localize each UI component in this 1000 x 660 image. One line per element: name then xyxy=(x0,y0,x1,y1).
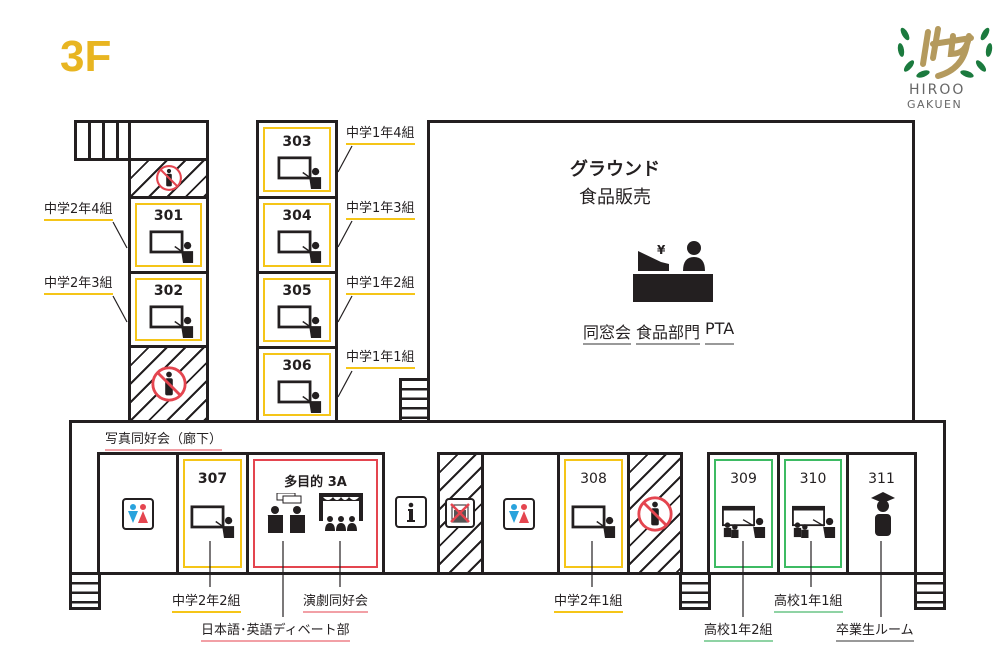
room-number: 308 xyxy=(580,471,607,487)
label-h1-1: 高校1年1組 xyxy=(774,590,843,613)
label-h1-2: 高校1年2組 xyxy=(704,619,773,642)
label-j2-4: 中学2年4組 xyxy=(44,198,113,221)
room-308[interactable]: 308 xyxy=(557,452,630,575)
classroom-icon xyxy=(277,380,323,413)
classroom-icon xyxy=(149,230,195,263)
room-302[interactable]: 302 xyxy=(128,271,209,348)
restroom xyxy=(481,452,560,575)
classroom-icon xyxy=(277,156,323,189)
room-303[interactable]: 303 xyxy=(256,120,338,199)
logo: HIROO GAKUEN xyxy=(893,14,997,111)
room-307[interactable]: 307 xyxy=(176,452,249,575)
elevator-unavailable-icon xyxy=(445,498,475,528)
logo-text-hiroo: HIROO xyxy=(909,82,966,98)
label-j2-1: 中学2年1組 xyxy=(554,590,623,613)
logo-text-gakuen: GAKUEN xyxy=(907,98,963,111)
room-310[interactable]: 310 xyxy=(777,452,849,575)
room-301[interactable]: 301 xyxy=(128,196,209,274)
info-icon[interactable] xyxy=(395,496,427,528)
corridor-cell xyxy=(128,120,209,161)
vendor-list: 同窓会 食品部門 PTA xyxy=(583,319,735,345)
ground-area[interactable]: グラウンド 食品販売 ¥ 同窓会 食品部門 PTA xyxy=(427,120,915,423)
ground-title: グラウンド xyxy=(570,159,660,180)
classroom-icon xyxy=(277,305,323,338)
room-number: 303 xyxy=(282,134,312,150)
room-number: 310 xyxy=(799,471,827,487)
restricted-area xyxy=(627,452,683,575)
stairs xyxy=(399,378,430,423)
svg-text:¥: ¥ xyxy=(657,243,666,257)
ground-subtitle: 食品販売 xyxy=(579,187,651,208)
no-entry-icon xyxy=(150,365,188,403)
label-drama-club: 演劇同好会 xyxy=(303,590,369,613)
room-311[interactable]: 311 xyxy=(846,452,917,575)
label-j1-1: 中学1年1組 xyxy=(346,346,415,369)
label-j1-4: 中学1年4組 xyxy=(346,122,415,145)
room-multi-3a[interactable]: 多目的 3A xyxy=(246,452,385,575)
room-304[interactable]: 304 xyxy=(256,196,338,274)
food-stall-icon: ¥ xyxy=(633,241,713,302)
label-photo-club: 写真同好会（廊下） xyxy=(105,428,223,451)
elevator-shaft xyxy=(437,452,484,575)
stairs xyxy=(914,572,946,610)
restroom-icon xyxy=(122,498,154,530)
floor-label: 3F xyxy=(60,32,112,81)
classroom-icon xyxy=(149,305,195,338)
laurel-logo-icon xyxy=(897,26,993,79)
debate-icon xyxy=(267,493,305,533)
room-number: 311 xyxy=(868,471,895,487)
high-school-class-icon xyxy=(791,505,837,538)
classroom-icon xyxy=(571,505,617,538)
restroom-icon xyxy=(503,498,535,530)
graduate-icon xyxy=(871,492,895,536)
label-j2-3: 中学2年3組 xyxy=(44,272,113,295)
vendor-food-dept: 食品部門 xyxy=(636,319,701,345)
room-number: 304 xyxy=(282,208,312,224)
theater-stage-icon xyxy=(319,493,363,531)
label-j1-3: 中学1年3組 xyxy=(346,197,415,220)
stairs xyxy=(679,572,711,610)
room-number: 301 xyxy=(153,208,184,224)
restroom xyxy=(97,452,179,575)
label-j2-2: 中学2年2組 xyxy=(172,590,241,613)
restricted-area xyxy=(128,158,209,199)
room-306[interactable]: 306 xyxy=(256,346,338,423)
label-alumni-room: 卒業生ルーム xyxy=(836,619,914,642)
classroom-icon xyxy=(190,505,236,538)
stairs xyxy=(74,120,131,161)
room-name: 多目的 3A xyxy=(284,475,347,490)
stairs xyxy=(69,572,101,610)
room-305[interactable]: 305 xyxy=(256,271,338,349)
room-number: 305 xyxy=(282,283,312,299)
restricted-area xyxy=(128,345,209,423)
label-debate-club: 日本語･英語ディベート部 xyxy=(201,619,350,642)
vendor-alumni-assoc: 同窓会 xyxy=(583,319,632,345)
label-j1-2: 中学1年2組 xyxy=(346,272,415,295)
vendor-pta: PTA xyxy=(705,319,735,345)
room-number: 307 xyxy=(197,471,228,487)
room-number: 306 xyxy=(282,358,312,374)
no-entry-icon xyxy=(636,495,674,533)
room-number: 309 xyxy=(730,471,757,487)
classroom-icon xyxy=(277,230,323,263)
no-entry-icon xyxy=(155,164,183,192)
high-school-class-icon xyxy=(721,505,767,538)
room-number: 302 xyxy=(153,283,184,299)
room-309[interactable]: 309 xyxy=(707,452,780,575)
